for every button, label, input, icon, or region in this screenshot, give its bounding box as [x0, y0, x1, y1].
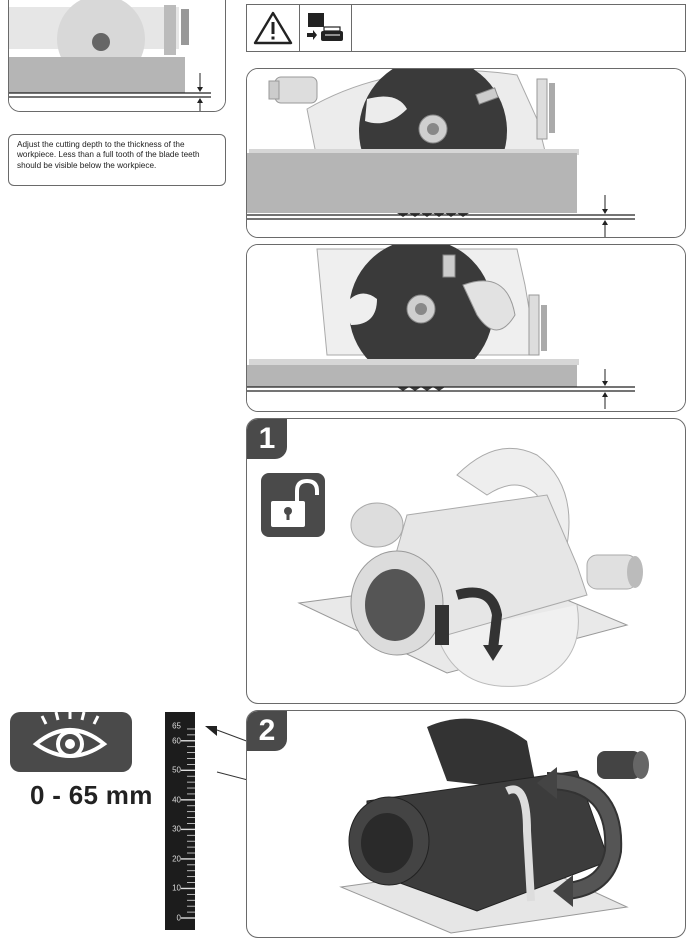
partial-saw-illustration	[9, 0, 225, 111]
eye-icon	[32, 712, 108, 758]
eye-badge	[10, 712, 132, 772]
saw-depth-illustration-a	[247, 69, 685, 237]
unlock-padlock-icon	[261, 473, 325, 537]
warning-cell	[247, 5, 300, 51]
manual-cell	[299, 5, 352, 51]
scale-label: 0	[176, 913, 181, 923]
instruction-text-box: Adjust the cutting depth to the thicknes…	[8, 134, 226, 186]
step-2-number: 2	[247, 711, 287, 751]
scale-label: 60	[172, 736, 181, 746]
instruction-text: Adjust the cutting depth to the thicknes…	[17, 140, 200, 170]
scale-label: 30	[172, 824, 181, 834]
scale-label: 10	[172, 883, 181, 893]
scale-label: 65	[172, 721, 181, 731]
depth-scale: 65 60 50 40 30 20 10 0	[165, 712, 195, 930]
depth-panel-a	[246, 68, 686, 238]
step-1-number: 1	[247, 419, 287, 459]
saw-depth-illustration-b	[247, 245, 685, 411]
depth-scale-ticks	[181, 728, 195, 919]
warning-triangle-icon	[253, 11, 293, 45]
depth-range-label: 0 - 65 mm	[30, 780, 153, 810]
saw-depth-adjust-illustration	[339, 718, 649, 934]
step-2-panel: 2	[246, 710, 686, 938]
depth-panel-b	[246, 244, 686, 412]
scale-label: 50	[172, 765, 181, 775]
scale-label: 40	[172, 795, 181, 805]
scale-label: 20	[172, 854, 181, 864]
step-1-panel: 1	[246, 418, 686, 704]
header-bar	[246, 4, 686, 52]
saw-unlock-illustration	[297, 447, 643, 687]
read-manual-icon	[307, 13, 343, 41]
depth-panel-partial	[8, 0, 226, 112]
